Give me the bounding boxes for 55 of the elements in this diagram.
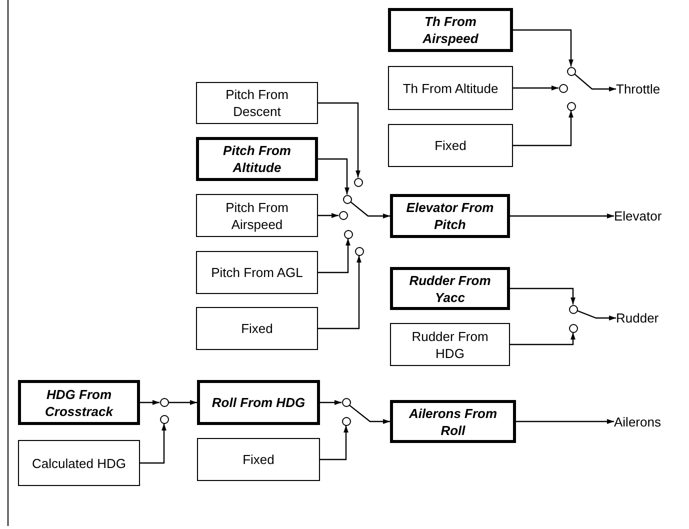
switch-contact: [566, 102, 576, 110]
block-box: Calculated HDG: [18, 440, 140, 486]
connector-arrow: [318, 238, 350, 274]
connector-arrow: [349, 404, 390, 424]
connector-arrow: [318, 158, 350, 194]
block-box: Fixed: [197, 438, 320, 481]
active-block-box: Pitch From Altitude: [196, 137, 318, 181]
block-box: Fixed: [388, 124, 513, 167]
switch-contact: [338, 211, 348, 220]
connector-arrow: [140, 424, 166, 464]
switch-contact: [342, 194, 352, 204]
block-box: Pitch From Descent: [196, 82, 318, 124]
connector-arrow: [576, 310, 616, 320]
block-box: Th From Altitude: [388, 66, 513, 110]
active-block-box: HDG From Crosstrack: [18, 380, 140, 425]
output-label: Ailerons: [614, 415, 661, 428]
switch-contact: [160, 398, 168, 407]
switch-contact: [342, 398, 350, 407]
connector-arrow: [516, 419, 614, 424]
block-box: Fixed: [196, 307, 318, 350]
connector-arrow: [510, 288, 576, 304]
connector-arrow: [513, 110, 574, 146]
connector-arrow: [320, 426, 348, 460]
connector-arrow: [318, 102, 360, 178]
connector-arrow: [513, 29, 574, 66]
block-box: Rudder From HDG: [390, 323, 510, 366]
switch-contact: [558, 84, 568, 92]
switch-contact: [354, 178, 362, 186]
switch-contact: [342, 416, 350, 426]
output-label: Rudder: [616, 312, 659, 324]
active-block-box: Ailerons From Roll: [390, 400, 516, 443]
connector-arrow: [320, 400, 342, 405]
connector-arrow: [574, 73, 616, 92]
active-block-box: Th From Airspeed: [388, 8, 513, 52]
switch-contact: [160, 414, 168, 424]
switch-contact: [344, 230, 352, 238]
output-label: Throttle: [616, 82, 660, 96]
active-block-box: Elevator From Pitch: [390, 194, 510, 238]
connector-arrow: [318, 256, 362, 330]
switch-contact: [568, 304, 578, 314]
active-block-box: Rudder From Yacc: [390, 267, 510, 310]
connector-arrow: [168, 400, 197, 405]
switch-contact: [568, 324, 578, 332]
connector-arrow: [510, 214, 614, 218]
connector-arrow: [350, 201, 390, 218]
connector-arrow: [513, 86, 558, 90]
switch-contact: [566, 66, 576, 76]
output-label: Elevator: [614, 210, 662, 222]
connector-arrow: [318, 213, 338, 218]
connector-arrow: [510, 332, 576, 346]
connector-arrow: [140, 400, 160, 405]
switch-contact: [354, 246, 364, 256]
block-box: Pitch From AGL: [196, 251, 318, 294]
block-box: Pitch From Airspeed: [196, 194, 318, 237]
active-block-box: Roll From HDG: [197, 380, 320, 425]
